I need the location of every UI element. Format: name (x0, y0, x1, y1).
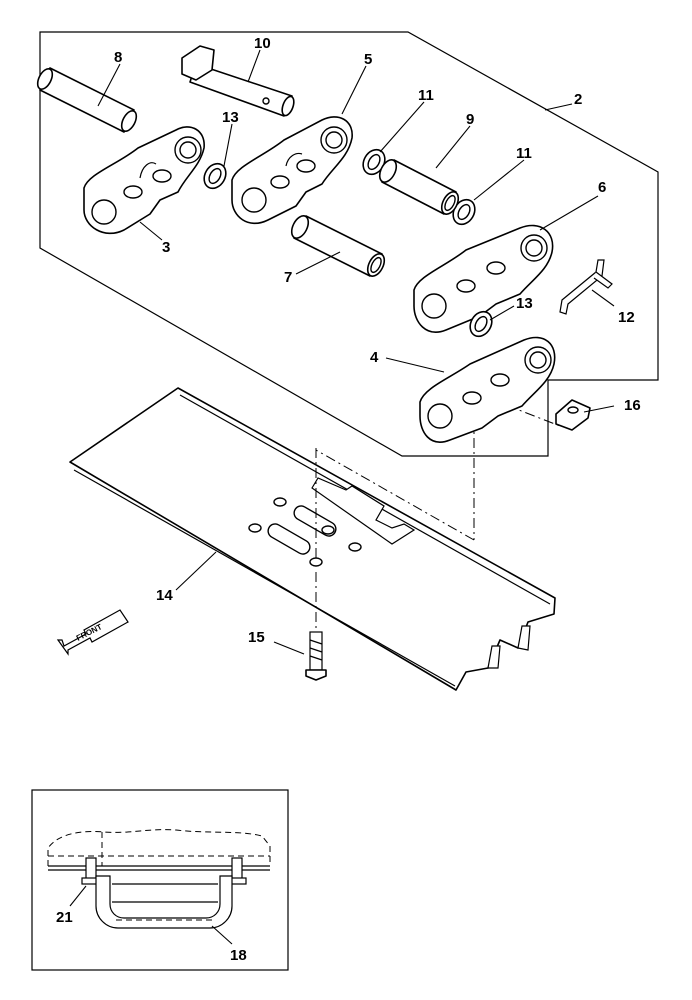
detail-inset (31, 789, 289, 971)
callout-14: 14 (156, 587, 173, 604)
callout-11: 11 (418, 87, 434, 104)
callout-13-second: 13 (516, 295, 533, 312)
shoe-nut (555, 399, 591, 431)
bolt-hole (248, 523, 262, 533)
bolt-hole (321, 525, 335, 535)
bolt-hole (309, 557, 323, 567)
callout-15: 15 (248, 629, 265, 646)
callout-3: 3 (162, 239, 170, 256)
bolt-hole (273, 497, 287, 507)
track-shoe (69, 387, 556, 691)
front-direction-arrow: FRONT (56, 609, 129, 656)
callout-7: 7 (284, 269, 292, 286)
callout-11-second: 11 (516, 145, 532, 162)
track-link-master (231, 116, 353, 225)
callout-6: 6 (598, 179, 606, 196)
callout-10: 10 (254, 35, 271, 52)
callout-16: 16 (624, 397, 641, 414)
retainer-pin (559, 259, 613, 315)
callout-18: 18 (230, 947, 247, 964)
callout-12: 12 (618, 309, 635, 326)
track-link-bottom (419, 336, 556, 443)
bushing (378, 159, 460, 215)
shoe-bolt (305, 631, 327, 681)
link-assembly-outline (39, 31, 659, 457)
seal-ring-lower (469, 310, 493, 338)
track-link-left (83, 126, 205, 235)
bolt-hole (348, 542, 362, 552)
pin (36, 67, 138, 133)
callout-9: 9 (466, 111, 474, 128)
callout-5: 5 (364, 51, 372, 68)
master-bushing (290, 215, 386, 277)
master-pin (181, 45, 295, 117)
callout-21: 21 (56, 909, 73, 926)
callout-4: 4 (370, 349, 379, 366)
callout-13: 13 (222, 109, 239, 126)
seal-ring (203, 162, 227, 190)
callout-8: 8 (114, 49, 122, 66)
track-link-right (413, 224, 554, 333)
dust-seal-2 (452, 198, 476, 226)
shoe-slot (267, 523, 311, 555)
callout-2: 2 (574, 91, 582, 108)
